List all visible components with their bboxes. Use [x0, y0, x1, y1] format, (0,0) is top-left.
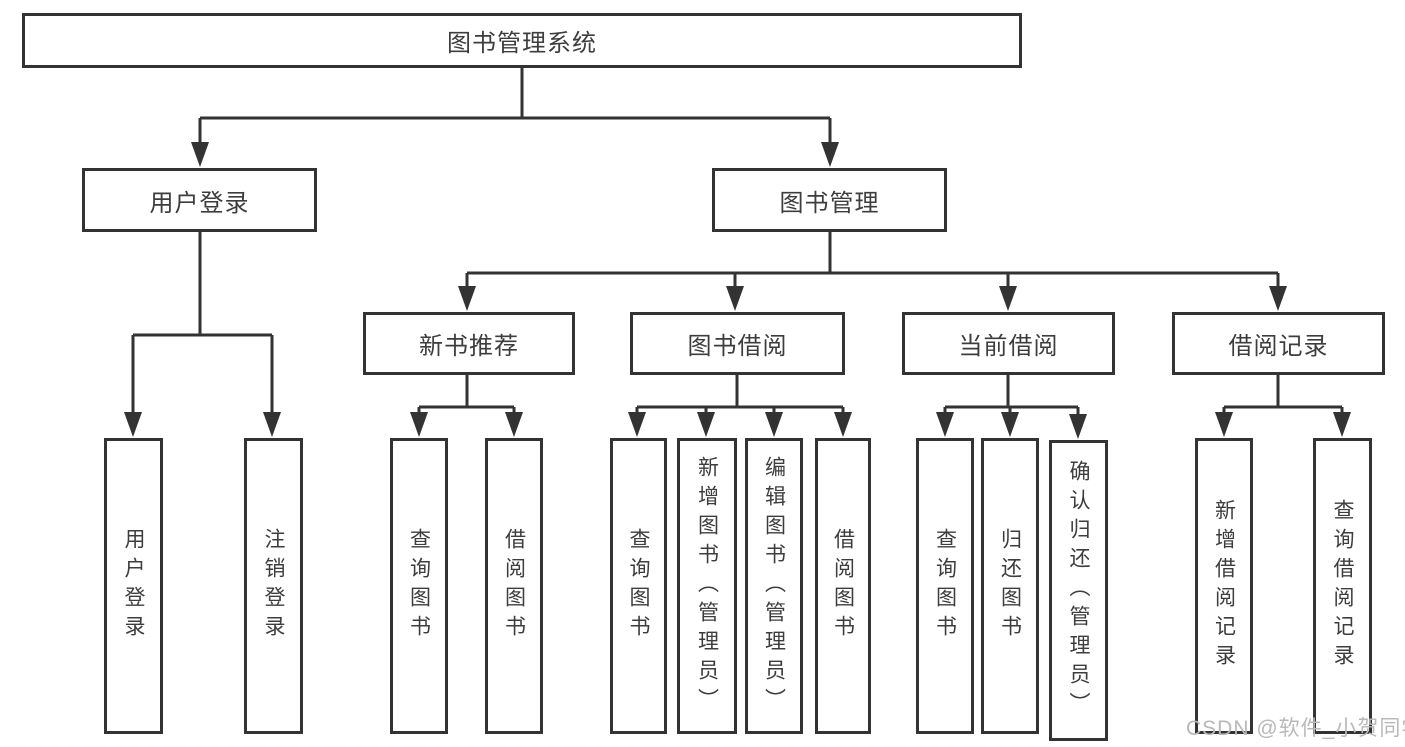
arrowheads	[124, 142, 1351, 439]
csdn-watermark: CSDN @软件_小贺同学	[1186, 717, 1405, 740]
leaf-query-book-1-label: 查询图书	[407, 528, 431, 644]
leaf-edit-book-admin: 编辑图书（管理员）	[745, 438, 803, 734]
leaf-query-book-2: 查询图书	[610, 438, 667, 734]
leaf-confirm-return-admin-label: 确认归还（管理员）	[1067, 460, 1090, 721]
leaf-borrow-book-2-label: 借阅图书	[831, 528, 855, 644]
leaf-query-borrow-record-label: 查询借阅记录	[1331, 499, 1354, 673]
leaf-add-book-admin: 新增图书（管理员）	[677, 438, 737, 734]
leaf-user-login-label: 用户登录	[122, 528, 145, 644]
leaf-logout-label: 注销登录	[262, 528, 285, 644]
node-book-mgmt-label: 图书管理	[779, 189, 880, 217]
leaf-query-book-3: 查询图书	[916, 438, 974, 734]
leaf-add-borrow-record: 新增借阅记录	[1195, 438, 1253, 734]
leaf-borrow-book-1: 借阅图书	[485, 438, 543, 734]
node-root-label: 图书管理系统	[447, 30, 597, 57]
node-root: 图书管理系统	[22, 13, 1022, 68]
node-book-borrow-label: 图书借阅	[687, 333, 788, 360]
leaf-user-login: 用户登录	[104, 438, 163, 734]
leaf-query-book-3-label: 查询图书	[933, 528, 957, 644]
tree-edges	[131, 68, 1344, 417]
node-borrow-record-label: 借阅记录	[1228, 333, 1329, 360]
leaf-query-book-1: 查询图书	[390, 438, 448, 734]
leaf-confirm-return-admin: 确认归还（管理员）	[1049, 440, 1108, 741]
leaf-borrow-book-2: 借阅图书	[815, 438, 871, 734]
node-book-borrow: 图书借阅	[630, 312, 845, 375]
leaf-borrow-book-1-label: 借阅图书	[502, 528, 526, 644]
node-user-login: 用户登录	[82, 168, 317, 232]
leaf-query-borrow-record: 查询借阅记录	[1313, 438, 1372, 734]
leaf-edit-book-admin-label: 编辑图书（管理员）	[762, 455, 786, 717]
leaf-logout: 注销登录	[244, 438, 303, 734]
leaf-add-book-admin-label: 新增图书（管理员）	[695, 455, 719, 717]
leaf-return-book: 归还图书	[981, 438, 1039, 734]
node-current-borrow-label: 当前借阅	[958, 333, 1059, 360]
node-borrow-record: 借阅记录	[1172, 312, 1385, 375]
leaf-add-borrow-record-label: 新增借阅记录	[1212, 499, 1236, 673]
node-new-book-rec: 新书推荐	[363, 312, 575, 375]
node-current-borrow: 当前借阅	[902, 312, 1115, 375]
node-user-login-label: 用户登录	[149, 189, 250, 217]
node-book-mgmt: 图书管理	[712, 168, 947, 232]
node-new-book-rec-label: 新书推荐	[419, 333, 519, 360]
leaf-query-book-2-label: 查询图书	[627, 528, 650, 644]
leaf-return-book-label: 归还图书	[998, 528, 1022, 644]
